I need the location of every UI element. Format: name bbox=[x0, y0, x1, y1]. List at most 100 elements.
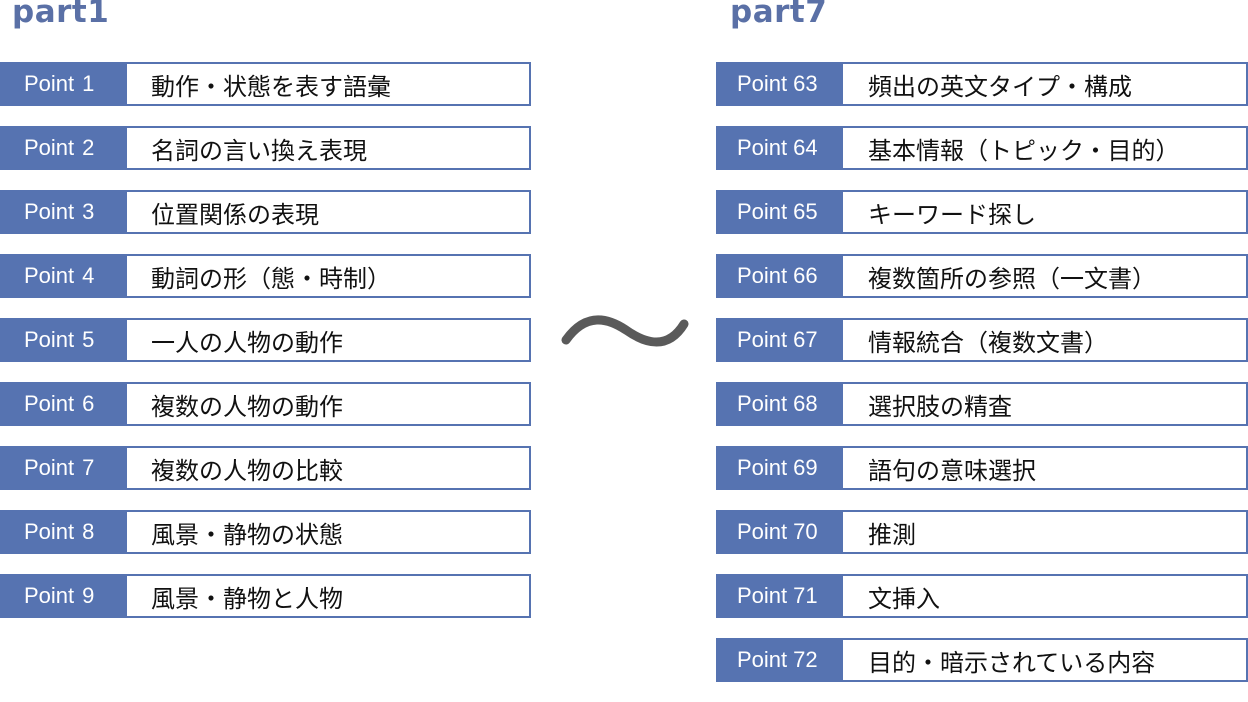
point-prefix: Point bbox=[24, 583, 75, 608]
point-prefix: Point bbox=[24, 135, 75, 160]
point-topic: 基本情報（トピック・目的） bbox=[843, 126, 1248, 170]
point-label: Point 8 bbox=[0, 510, 127, 554]
point-prefix: Point bbox=[737, 135, 788, 160]
point-label: Point 7 bbox=[0, 446, 127, 490]
point-topic: 一人の人物の動作 bbox=[127, 318, 531, 362]
point-number: 66 bbox=[793, 263, 818, 288]
point-number: 72 bbox=[793, 647, 818, 672]
part1-point-list: Point 1 動作・状態を表す語彙 Point 2 名詞の言い換え表現 Point 3 位… bbox=[0, 62, 531, 638]
point-label: Point 4 bbox=[0, 254, 127, 298]
point-number: 9 bbox=[82, 583, 95, 608]
point-prefix: Point bbox=[737, 327, 788, 352]
point-prefix: Point bbox=[24, 519, 75, 544]
point-row: Point 8 風景・静物の状態 bbox=[0, 510, 531, 554]
point-prefix: Point bbox=[24, 391, 75, 416]
point-number: 64 bbox=[793, 135, 818, 160]
point-topic: 頻出の英文タイプ・構成 bbox=[843, 62, 1248, 106]
point-row: Point 7 複数の人物の比較 bbox=[0, 446, 531, 490]
point-topic: 目的・暗示されている内容 bbox=[843, 638, 1248, 682]
point-prefix: Point bbox=[737, 263, 788, 288]
part1-title: part1 bbox=[12, 0, 110, 30]
point-topic: 情報統合（複数文書） bbox=[843, 318, 1248, 362]
point-topic: 複数の人物の動作 bbox=[127, 382, 531, 426]
point-number: 7 bbox=[82, 455, 95, 480]
point-prefix: Point bbox=[24, 263, 75, 288]
point-prefix: Point bbox=[737, 391, 788, 416]
point-topic: 選択肢の精査 bbox=[843, 382, 1248, 426]
point-prefix: Point bbox=[737, 199, 788, 224]
point-number: 4 bbox=[82, 263, 95, 288]
point-prefix: Point bbox=[737, 71, 788, 96]
point-topic: 位置関係の表現 bbox=[127, 190, 531, 234]
point-number: 71 bbox=[793, 583, 818, 608]
part7-title: part7 bbox=[730, 0, 828, 30]
point-topic: キーワード探し bbox=[843, 190, 1248, 234]
point-prefix: Point bbox=[24, 455, 75, 480]
point-row: Point 3 位置関係の表現 bbox=[0, 190, 531, 234]
point-number: 6 bbox=[82, 391, 95, 416]
point-topic: 風景・静物と人物 bbox=[127, 574, 531, 618]
point-number: 65 bbox=[793, 199, 818, 224]
point-topic: 風景・静物の状態 bbox=[127, 510, 531, 554]
point-prefix: Point bbox=[24, 199, 75, 224]
point-row: Point 4 動詞の形（態・時制） bbox=[0, 254, 531, 298]
point-number: 1 bbox=[82, 71, 95, 96]
point-number: 3 bbox=[82, 199, 95, 224]
tilde-icon bbox=[561, 315, 689, 347]
point-label: Point 5 bbox=[0, 318, 127, 362]
point-label: Point 2 bbox=[0, 126, 127, 170]
point-prefix: Point bbox=[24, 327, 75, 352]
point-row: Point 1 動作・状態を表す語彙 bbox=[0, 62, 531, 106]
point-prefix: Point bbox=[737, 455, 788, 480]
point-topic: 複数箇所の参照（一文書） bbox=[843, 254, 1248, 298]
point-number: 67 bbox=[793, 327, 818, 352]
point-number: 2 bbox=[82, 135, 95, 160]
point-topic: 動詞の形（態・時制） bbox=[127, 254, 531, 298]
point-row: Point 2 名詞の言い換え表現 bbox=[0, 126, 531, 170]
point-number: 63 bbox=[793, 71, 818, 96]
point-number: 8 bbox=[82, 519, 95, 544]
point-number: 69 bbox=[793, 455, 818, 480]
point-label: Point 3 bbox=[0, 190, 127, 234]
point-number: 70 bbox=[793, 519, 818, 544]
point-prefix: Point bbox=[24, 71, 75, 96]
point-prefix: Point bbox=[737, 519, 788, 544]
point-number: 68 bbox=[793, 391, 818, 416]
point-label: Point 6 bbox=[0, 382, 127, 426]
point-topic: 文挿入 bbox=[843, 574, 1248, 618]
point-row: Point 6 複数の人物の動作 bbox=[0, 382, 531, 426]
point-topic: 語句の意味選択 bbox=[843, 446, 1248, 490]
point-label: Point 9 bbox=[0, 574, 127, 618]
point-topic: 複数の人物の比較 bbox=[127, 446, 531, 490]
point-topic: 推測 bbox=[843, 510, 1248, 554]
point-label: Point 1 bbox=[0, 62, 127, 106]
point-row: Point 9 風景・静物と人物 bbox=[0, 574, 531, 618]
point-topic: 名詞の言い換え表現 bbox=[127, 126, 531, 170]
point-row: Point 5 一人の人物の動作 bbox=[0, 318, 531, 362]
point-number: 5 bbox=[82, 327, 95, 352]
point-prefix: Point bbox=[737, 647, 788, 672]
point-prefix: Point bbox=[737, 583, 788, 608]
point-topic: 動作・状態を表す語彙 bbox=[127, 62, 531, 106]
